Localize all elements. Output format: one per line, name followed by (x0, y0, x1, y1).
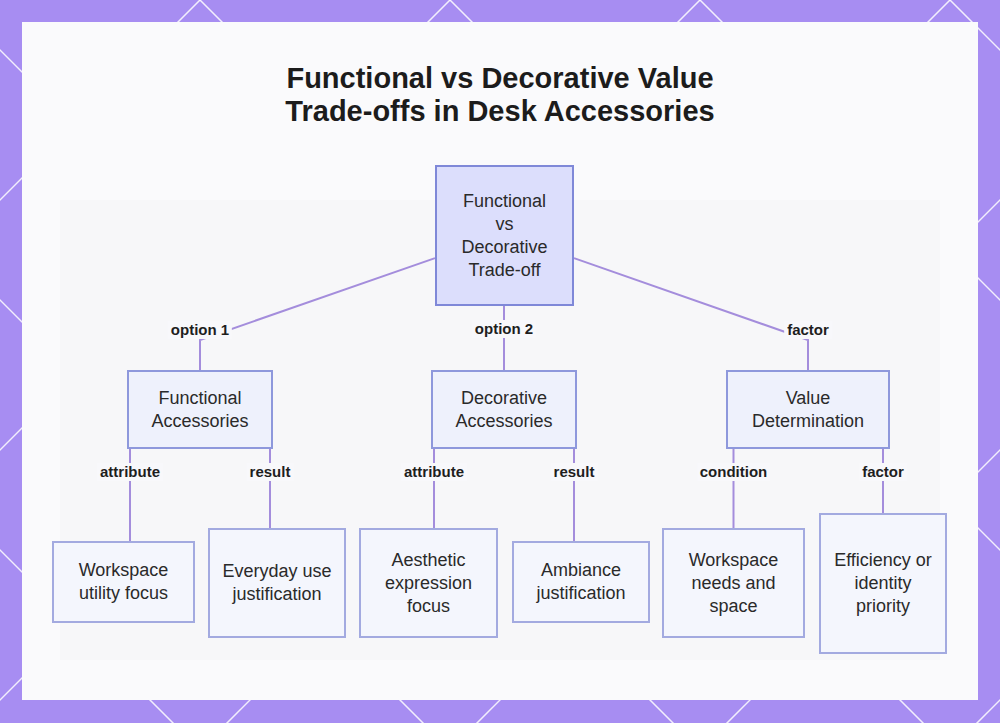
concept-box: Aesthetic expression focus (359, 528, 498, 638)
white-panel (22, 22, 978, 700)
edge-label: attribute (97, 463, 163, 481)
edge-label: result (551, 463, 598, 481)
edge-label: factor (859, 463, 907, 481)
box-text: Efficiency or identity priority (831, 549, 935, 618)
box-text: Aesthetic expression focus (371, 549, 486, 618)
connector-line (733, 449, 735, 528)
diagram-title: Functional vs Decorative Value Trade-off… (240, 62, 760, 128)
box-text: Everyday use justification (220, 560, 334, 606)
concept-box: Functional Accessories (127, 370, 273, 449)
connector-line (269, 449, 271, 528)
connector-line (574, 258, 808, 370)
box-text: Functional Accessories (139, 387, 261, 433)
box-text: Workspace utility focus (64, 559, 183, 605)
edge-label: condition (697, 463, 771, 481)
box-text: Functional vs Decorative Trade-off (455, 190, 554, 282)
box-text: Workspace needs and space (674, 549, 793, 618)
concept-box: Functional vs Decorative Trade-off (435, 165, 574, 306)
box-text: Decorative Accessories (443, 387, 565, 433)
edge-label: factor (784, 321, 832, 339)
box-text: Ambiance justification (524, 559, 638, 605)
concept-box: Workspace needs and space (662, 528, 805, 638)
edge-label: result (247, 463, 294, 481)
concept-box: Value Determination (726, 370, 890, 449)
connector-line (433, 449, 435, 528)
concept-box: Efficiency or identity priority (819, 513, 947, 654)
concept-box: Decorative Accessories (431, 370, 577, 449)
edge-label: attribute (401, 463, 467, 481)
edge-label: option 1 (168, 321, 232, 339)
connector-line (503, 306, 505, 370)
connector-line (200, 258, 435, 370)
concept-box: Ambiance justification (512, 541, 650, 623)
concept-box: Everyday use justification (208, 528, 346, 638)
edge-label: option 2 (472, 320, 536, 338)
concept-box: Workspace utility focus (52, 541, 195, 623)
box-text: Value Determination (738, 387, 878, 433)
connector-line (882, 449, 884, 513)
